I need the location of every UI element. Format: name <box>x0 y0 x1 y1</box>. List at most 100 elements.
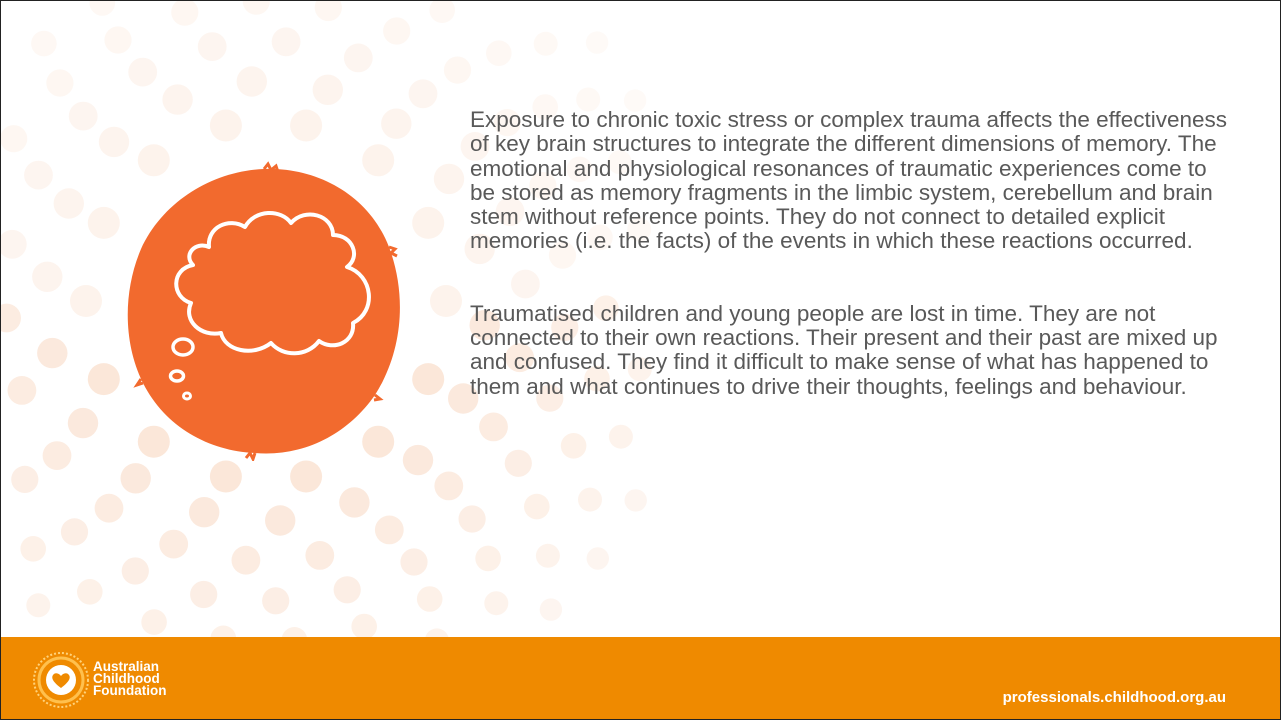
decorative-dot <box>408 79 438 109</box>
decorative-dot <box>53 188 84 219</box>
decorative-dot <box>87 206 120 239</box>
decorative-dot <box>539 598 563 621</box>
decorative-dot <box>627 217 652 242</box>
decorative-dot <box>42 441 72 470</box>
decorative-dot <box>593 295 619 322</box>
decorative-dot <box>312 74 343 106</box>
heart-sun-logo-icon <box>33 652 89 708</box>
decorative-dot <box>60 518 89 546</box>
decorative-dot <box>585 31 609 54</box>
decorative-dot <box>1 303 21 333</box>
website-url[interactable]: professionals.childhood.org.au <box>1002 689 1226 706</box>
decorative-dot <box>578 487 602 512</box>
decorative-dot <box>1 125 28 153</box>
logo-line-3: Foundation <box>93 683 167 698</box>
paragraph-2: Traumatised children and young people ar… <box>470 300 1218 399</box>
decorative-dot <box>141 609 167 635</box>
decorative-dot <box>586 547 609 570</box>
decorative-dot <box>94 493 124 523</box>
decorative-dot <box>576 87 601 112</box>
logo-line-1: Australian <box>93 659 160 674</box>
decorative-dot <box>430 285 462 317</box>
decorative-dot <box>162 84 193 115</box>
decorative-dot <box>236 66 267 97</box>
paragraph-1: Exposure to chronic toxic stress or comp… <box>470 107 1228 254</box>
decorative-dot <box>7 376 37 405</box>
decorative-dot <box>529 172 557 200</box>
decorative-dot <box>20 536 46 562</box>
decorative-dot <box>400 548 428 576</box>
decorative-dot <box>624 489 647 512</box>
decorative-dot <box>137 144 170 177</box>
decorative-dot <box>32 261 63 292</box>
decorative-dot <box>104 26 132 54</box>
decorative-dot <box>493 109 521 137</box>
decorative-dot <box>362 425 395 458</box>
decorative-dot <box>402 444 434 476</box>
thought-bubble-icon <box>127 161 400 461</box>
decorative-dot <box>209 460 242 493</box>
decorative-dot <box>159 529 189 559</box>
decorative-dot <box>37 337 68 369</box>
decorative-dot <box>1 229 27 259</box>
decorative-dot <box>484 591 509 616</box>
decorative-dot <box>532 94 558 120</box>
decorative-dot <box>566 156 593 183</box>
decorative-dot <box>262 587 290 615</box>
decorative-dot <box>381 108 412 139</box>
decorative-dot <box>584 365 610 392</box>
decorative-dot <box>271 27 301 57</box>
decorative-dot <box>24 160 53 190</box>
decorative-dot <box>87 363 120 396</box>
decorative-dot <box>67 407 99 439</box>
decorative-dot <box>46 69 74 97</box>
decorative-dot <box>607 150 632 175</box>
decorative-dot <box>11 465 39 493</box>
decorative-dot <box>524 493 550 520</box>
decorative-dot <box>242 1 270 15</box>
decorative-dot <box>189 497 220 528</box>
body-text: Exposure to chronic toxic stress or comp… <box>470 107 1230 399</box>
decorative-dot <box>587 224 613 251</box>
decorative-dot <box>458 505 486 533</box>
decorative-dot <box>68 101 98 131</box>
decorative-dot <box>190 580 218 609</box>
footer-bar: Australian Childhood Foundation professi… <box>1 637 1280 719</box>
decorative-dot <box>374 515 404 545</box>
decorative-dot <box>469 310 500 341</box>
decorative-dot <box>343 43 373 73</box>
decorative-dot <box>98 126 130 158</box>
decorative-dot <box>305 541 335 570</box>
decorative-dot <box>77 579 103 605</box>
decorative-dot <box>314 1 342 22</box>
decorative-dot <box>412 206 445 239</box>
decorative-dot <box>290 109 323 142</box>
logo-line-2: Childhood <box>93 671 160 686</box>
decorative-dot <box>479 412 508 442</box>
decorative-dot <box>137 425 170 458</box>
decorative-dot <box>339 487 370 518</box>
decorative-dot <box>495 197 525 227</box>
decorative-dot <box>121 557 149 585</box>
decorative-dot <box>535 543 560 568</box>
decorative-dot <box>460 132 490 161</box>
decorative-dot <box>475 545 501 572</box>
decorative-dot <box>171 1 199 26</box>
decorative-dot <box>70 285 102 317</box>
decorative-dot <box>333 576 361 604</box>
decorative-dot <box>623 89 647 112</box>
decorative-dot <box>31 30 57 57</box>
decorative-dot <box>383 17 411 45</box>
decorative-dot <box>197 32 227 61</box>
decorative-dot <box>443 56 472 84</box>
foundation-logo: Australian Childhood Foundation <box>31 650 191 710</box>
decorative-dot <box>429 1 455 23</box>
decorative-dot <box>120 463 151 494</box>
decorative-dot <box>448 383 479 414</box>
decorative-dot <box>505 343 535 373</box>
decorative-dot <box>412 363 445 396</box>
decorative-dot <box>209 109 242 142</box>
decorative-dot <box>464 233 495 265</box>
decorative-dot <box>560 433 587 459</box>
